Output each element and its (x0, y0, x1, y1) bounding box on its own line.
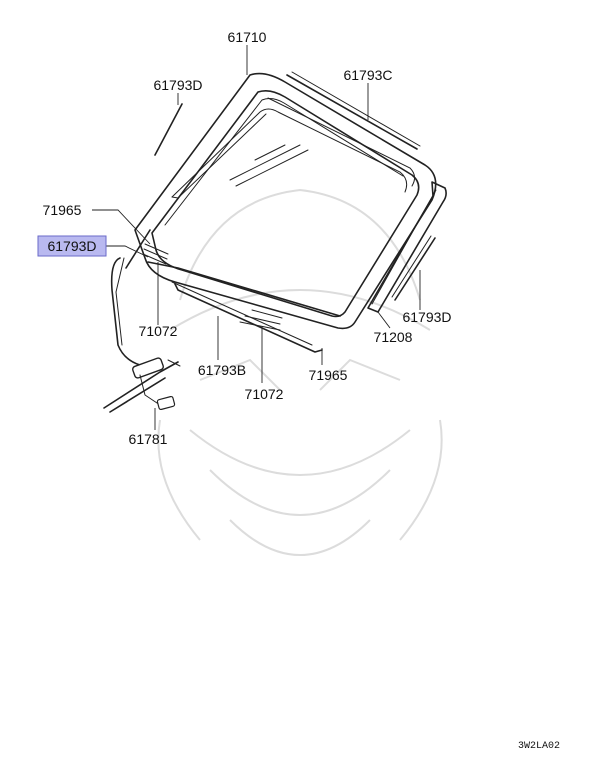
moulding-61793d-left[interactable] (154, 103, 183, 156)
windshield-frit-edge (164, 98, 404, 226)
harness-61781[interactable] (103, 257, 181, 413)
fastener-71072-bottom[interactable] (239, 309, 283, 331)
windshield-glass-outline[interactable] (134, 72, 437, 330)
label-61781: 61781 (129, 431, 168, 447)
label-61793b: 61793B (198, 362, 246, 378)
label-71208: 71208 (374, 329, 413, 345)
label-71072-left: 71072 (139, 323, 178, 339)
label-61793d-right: 61793D (402, 309, 451, 325)
label-71965-left: 71965 (43, 202, 82, 218)
moulding-61793d-right[interactable] (394, 237, 436, 301)
label-highlight (37, 235, 107, 257)
windshield-glass-inner (151, 90, 420, 318)
moulding-61793d-selected[interactable] (125, 229, 151, 269)
label-71072-bottom: 71072 (245, 386, 284, 402)
label-61793d-selected[interactable]: 61793D (47, 238, 96, 254)
figure-code: 3W2LA02 (518, 741, 560, 752)
leader-lines (92, 45, 421, 430)
label-61793c: 61793C (343, 67, 392, 83)
side-moulding-71208[interactable] (367, 181, 447, 313)
label-61793d-top-left: 61793D (153, 77, 202, 93)
fastener-71965-left[interactable] (142, 243, 169, 265)
glass-reflection (229, 144, 301, 181)
watermark-emblem (157, 188, 443, 556)
windshield-view-area (171, 108, 408, 198)
label-61710: 61710 (228, 29, 267, 45)
label-71965-right: 71965 (309, 367, 348, 383)
windshield-top-band (267, 97, 416, 187)
moulding-61793c[interactable] (286, 74, 418, 150)
moulding-61793b[interactable] (174, 283, 323, 353)
